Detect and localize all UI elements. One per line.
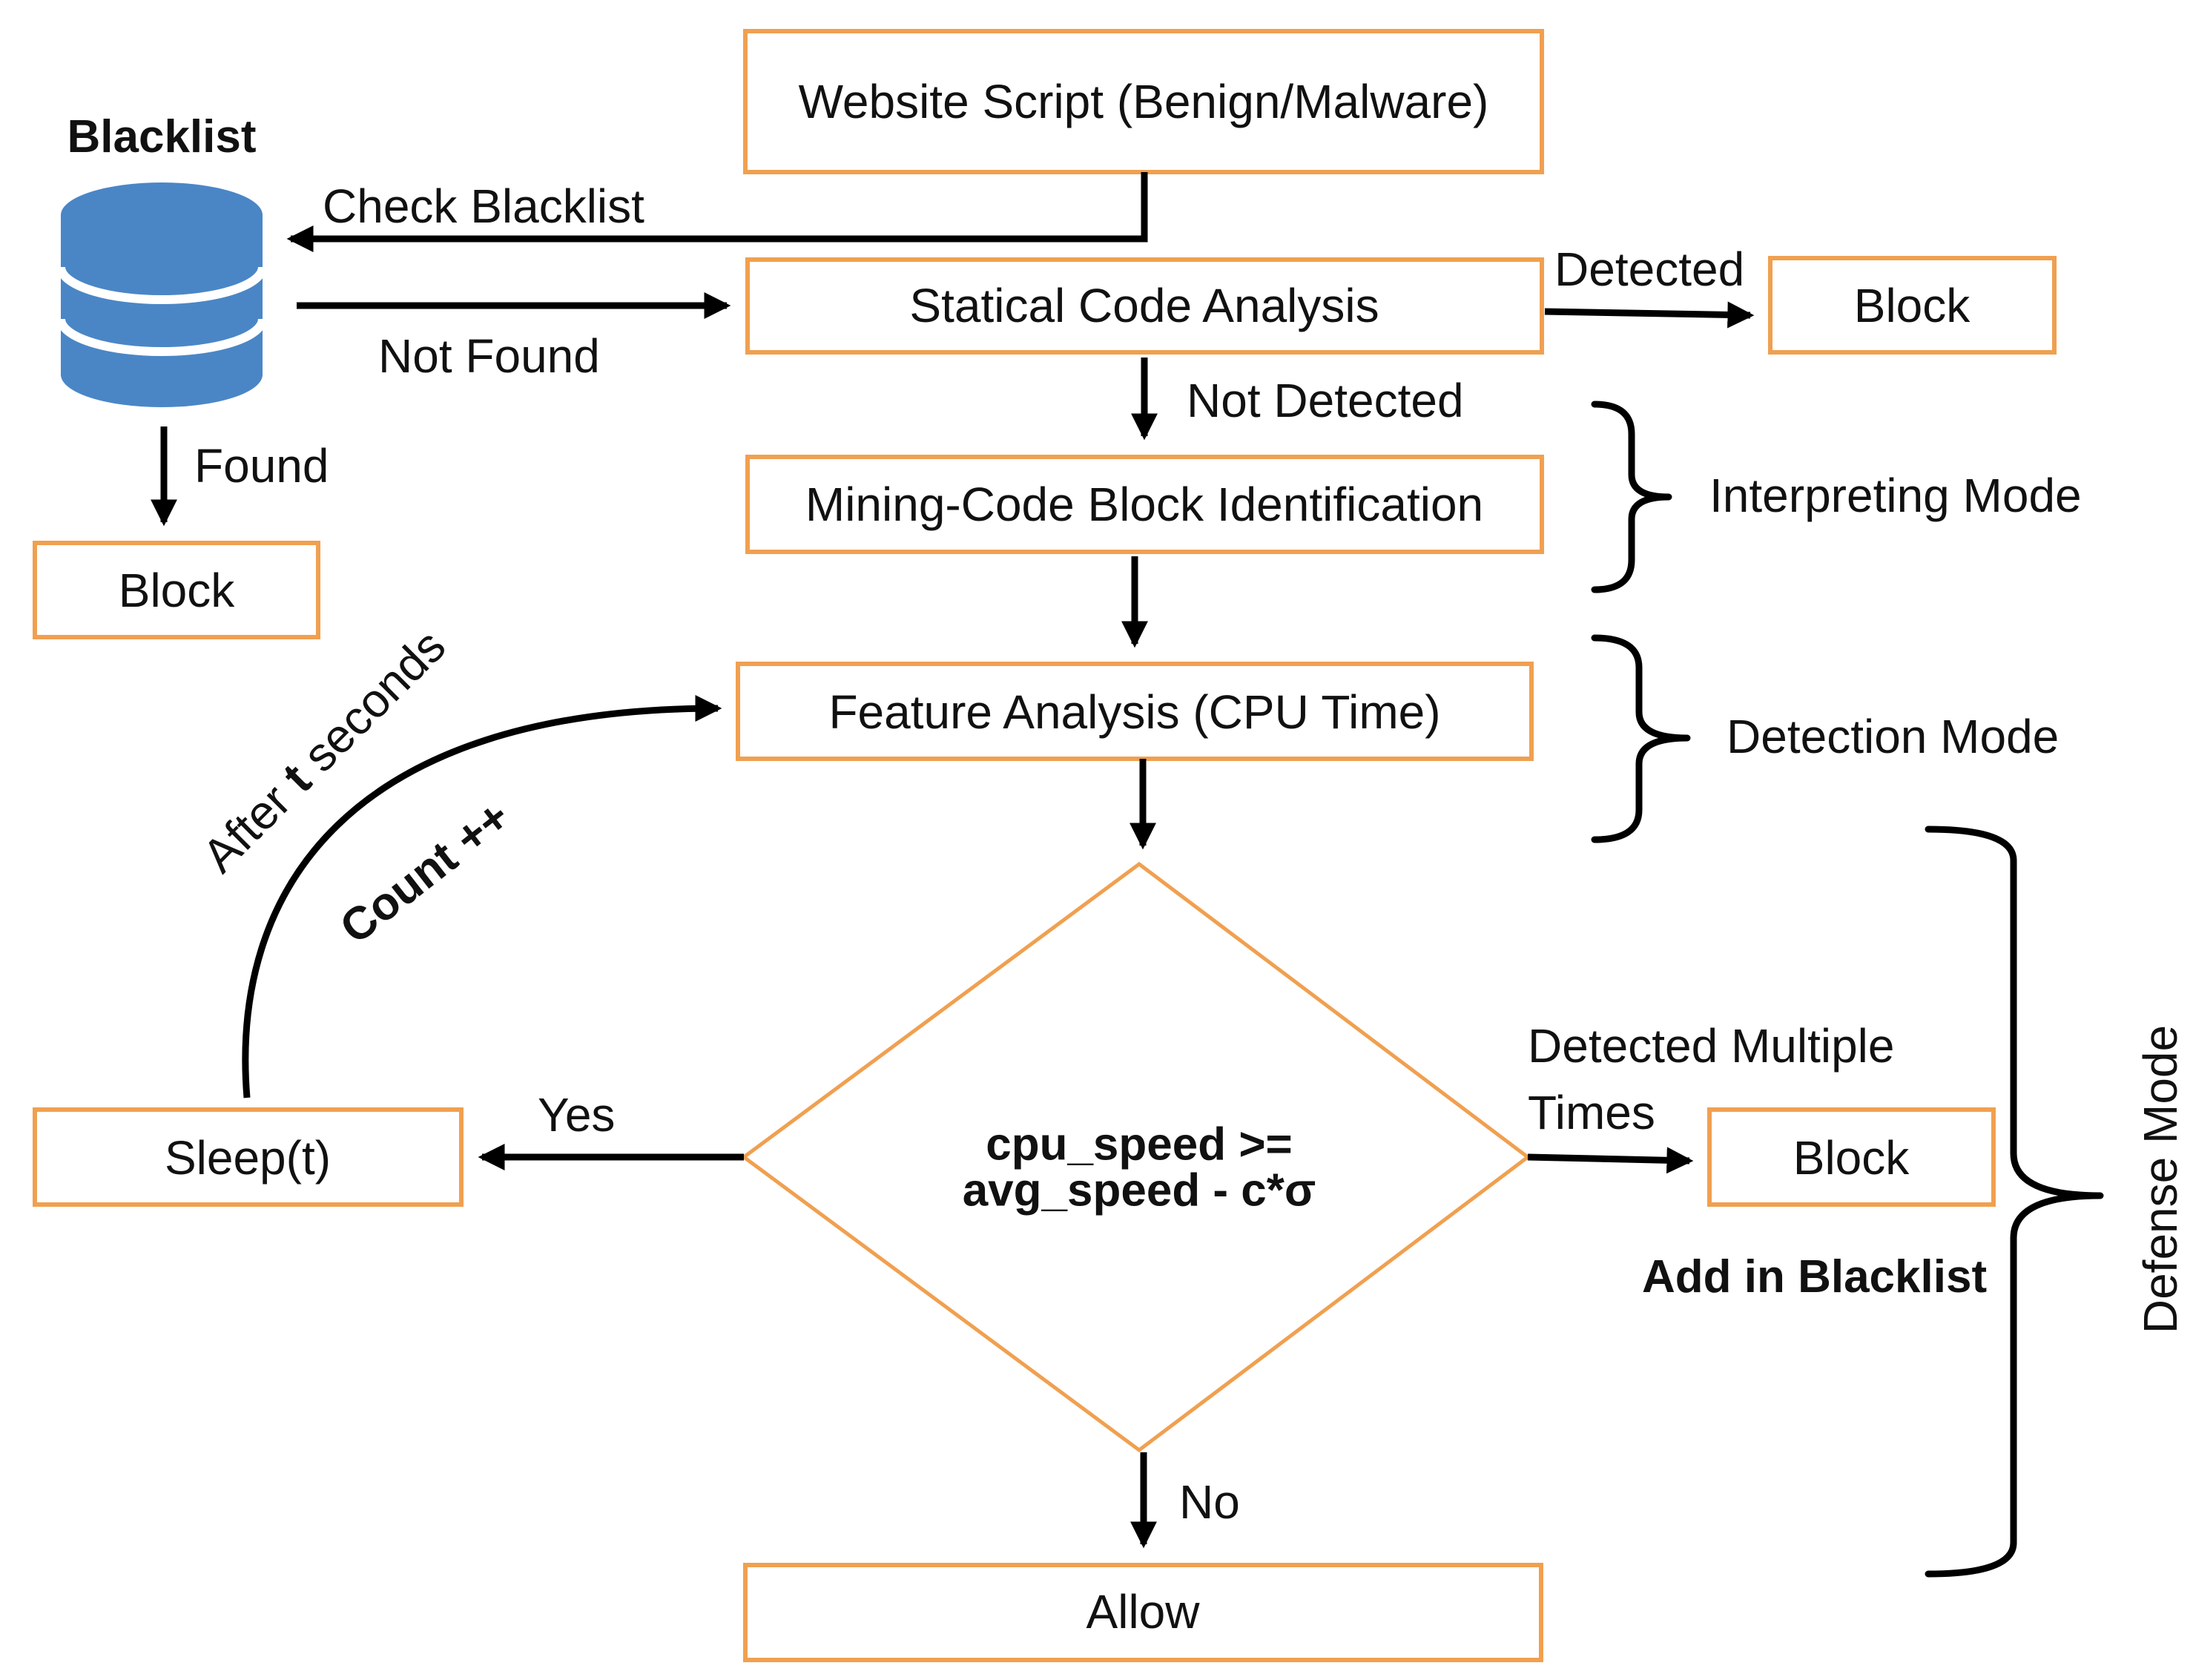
website-script-box — [743, 29, 1544, 174]
brace-defense — [1925, 826, 2104, 1578]
brace-interpreting — [1591, 401, 1672, 593]
label-detected: Detected — [1554, 243, 1744, 296]
arrow-check-blacklist — [286, 172, 1148, 252]
allow-label: Allow — [1086, 1585, 1201, 1638]
label-add-in-blacklist: Add in Blacklist — [1642, 1251, 1987, 1302]
sleep-label: Sleep(t) — [165, 1131, 331, 1185]
static-analysis-label: Statical Code Analysis — [909, 279, 1379, 332]
label-yes: Yes — [538, 1088, 615, 1142]
sleep-box — [33, 1107, 464, 1207]
allow-box — [743, 1563, 1543, 1662]
block-static-box — [1768, 256, 2057, 355]
label-detected-multiple-line2: Times — [1528, 1086, 1655, 1139]
arrow-detected-multiple — [1527, 1147, 1694, 1174]
decision-condition-line2: avg_speed - c*σ — [963, 1165, 1316, 1216]
label-count: Count ++ — [331, 791, 519, 954]
feature-analysis-box — [736, 662, 1534, 761]
database-icon — [56, 182, 267, 407]
block-blacklist-label: Block — [119, 564, 236, 617]
detection-mode-label: Detection Mode — [1727, 710, 2059, 763]
block-static-label: Block — [1854, 279, 1971, 332]
arrow-detected — [1544, 301, 1755, 329]
arrow-loop-after-t — [242, 695, 722, 1098]
label-no: No — [1179, 1475, 1240, 1529]
label-detected-multiple-line1: Detected Multiple — [1528, 1019, 1894, 1073]
brace-detection — [1591, 634, 1691, 843]
label-not-detected: Not Detected — [1187, 374, 1464, 427]
block-blacklist-box — [33, 541, 320, 639]
decision-diamond — [740, 861, 1531, 1453]
static-analysis-box — [745, 257, 1544, 355]
block-defense-box — [1707, 1107, 1996, 1207]
label-check-blacklist: Check Blacklist — [323, 179, 644, 233]
label-found: Found — [194, 439, 329, 493]
interpreting-mode-label: Interpreting Mode — [1709, 469, 2082, 522]
decision-condition-line1: cpu_speed >= — [986, 1119, 1293, 1170]
mining-block-id-label: Mining-Code Block Identification — [805, 478, 1483, 531]
feature-analysis-label: Feature Analysis (CPU Time) — [828, 685, 1440, 739]
label-not-found: Not Found — [378, 329, 600, 383]
defense-mode-label: Defense Mode — [2134, 1025, 2187, 1334]
blacklist-title: Blacklist — [67, 111, 256, 162]
mining-block-id-box — [745, 455, 1544, 554]
website-script-label: Website Script (Benign/Malware) — [799, 75, 1489, 128]
block-defense-label: Block — [1793, 1131, 1910, 1185]
